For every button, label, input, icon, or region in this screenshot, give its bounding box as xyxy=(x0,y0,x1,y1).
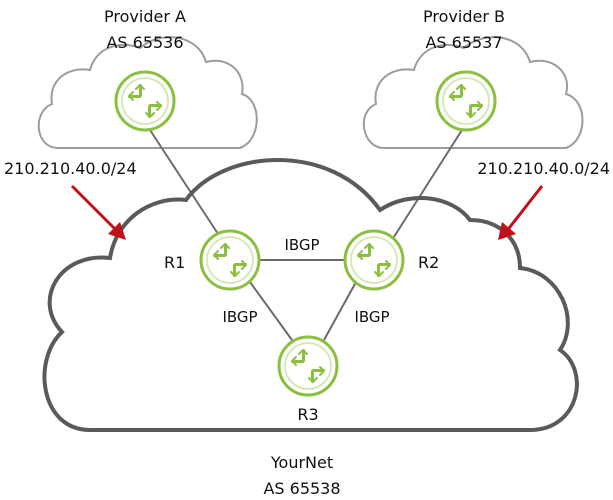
router-icon xyxy=(277,335,339,397)
link-providera-r1 xyxy=(149,129,223,241)
router-icon xyxy=(199,229,261,291)
arrow-left-head xyxy=(108,222,126,240)
network-as: AS 65538 xyxy=(263,479,340,498)
link-label-r1-r3: IBGP xyxy=(222,308,257,326)
provider-b-name: Provider B xyxy=(423,7,505,26)
router-label-r1: R1 xyxy=(164,253,185,272)
link-label-r2-r3: IBGP xyxy=(354,308,389,326)
link-r1-r3 xyxy=(249,281,293,341)
prefix-right: 210.210.40.0/24 xyxy=(477,159,610,178)
provider-a-as: AS 65536 xyxy=(106,33,183,52)
prefix-left: 210.210.40.0/24 xyxy=(4,159,137,178)
link-providerb-r2 xyxy=(391,129,463,241)
link-r2-r3 xyxy=(323,281,357,341)
network-name: YourNet xyxy=(270,453,333,472)
router-label-r3: R3 xyxy=(297,405,318,424)
arrow-right xyxy=(504,185,544,233)
provider-b-as: AS 65537 xyxy=(425,33,502,52)
router-icon xyxy=(435,70,497,132)
arrow-left xyxy=(70,184,120,234)
provider-a-name: Provider A xyxy=(104,7,186,26)
router-icon xyxy=(343,229,405,291)
yournet-cloud xyxy=(42,158,579,432)
router-icon xyxy=(114,70,176,132)
link-label-r1-r2: IBGP xyxy=(284,236,319,254)
router-label-r2: R2 xyxy=(418,253,439,272)
arrow-right-head xyxy=(498,222,516,240)
